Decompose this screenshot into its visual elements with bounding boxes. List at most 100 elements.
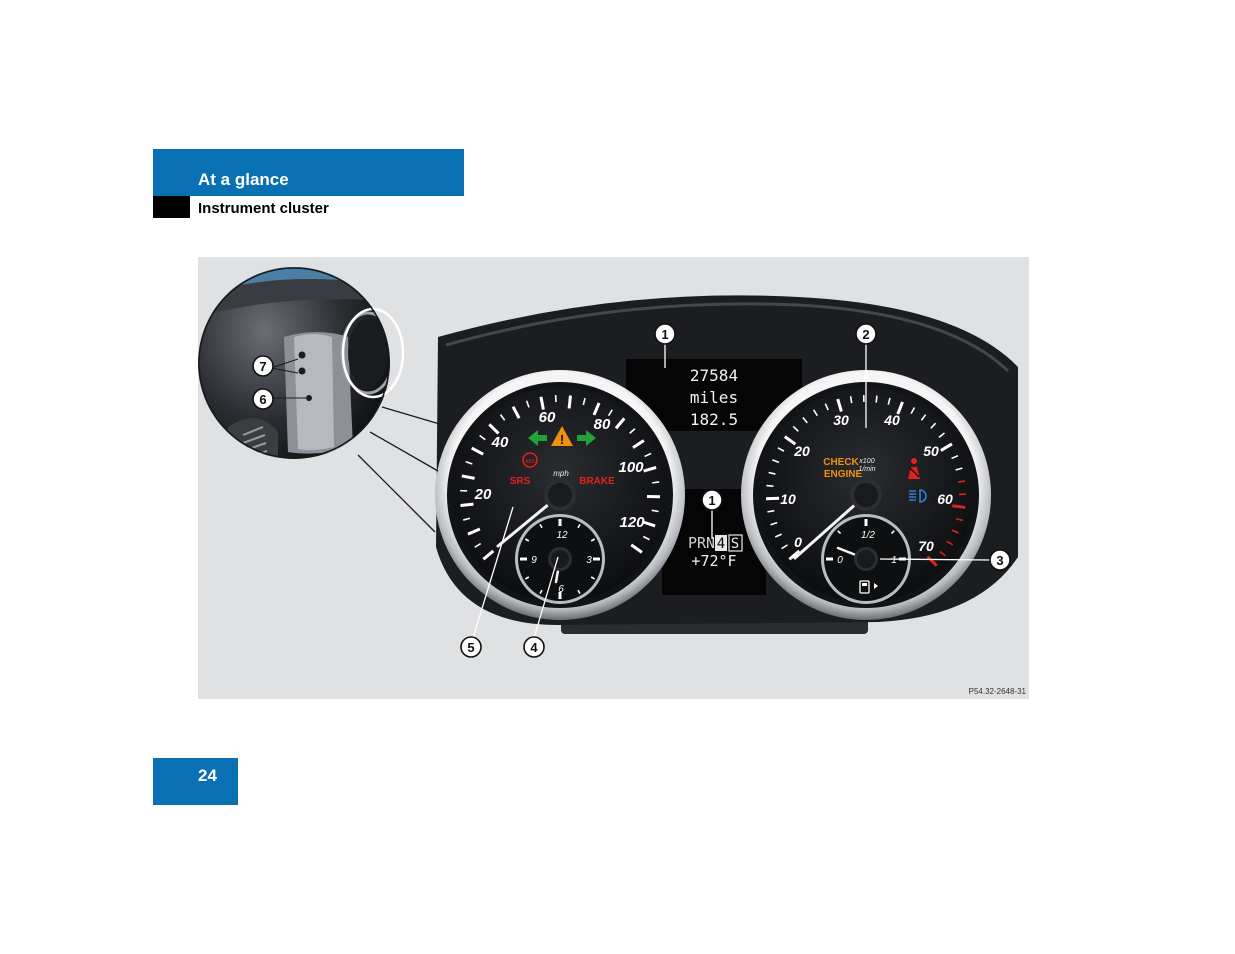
speedTicks-tick — [614, 417, 626, 430]
svg-text:1: 1 — [661, 327, 668, 342]
abs-label: ABS — [525, 459, 536, 465]
tachTicks-tick — [774, 533, 782, 538]
speed-label-100: 100 — [618, 459, 644, 476]
speedTicks-tick — [461, 474, 475, 480]
tachTicks-tick — [946, 540, 954, 546]
speed-label-120: 120 — [619, 514, 645, 531]
callout-6: 6 — [252, 388, 274, 410]
tachTicks-tick — [770, 521, 778, 526]
tach-label-20: 20 — [793, 443, 810, 459]
fuel-label-full: 1 — [891, 555, 897, 566]
srs-label: SRS — [510, 476, 531, 487]
svg-text:5: 5 — [467, 640, 474, 655]
instrument-cluster-illustration: 27584 miles 182.5 PRN 4 S +72°F 20 40 60… — [198, 267, 1027, 696]
speedTicks-tick — [582, 397, 586, 406]
speedTicks-tick — [479, 434, 486, 441]
callout-1-mid: 1 — [701, 489, 723, 511]
tachTicks-tick — [783, 435, 797, 446]
tachTicks-tick — [766, 484, 774, 487]
speedTicks-tick — [467, 527, 481, 536]
tachTicks-tick — [896, 401, 904, 415]
clockTicks-tick — [539, 589, 543, 595]
tachTicks-tick — [955, 467, 963, 471]
tachTicks-tick — [781, 544, 788, 550]
trip-value: 182.5 — [690, 410, 738, 429]
instrument-cluster-figure: 27584 miles 182.5 PRN 4 S +72°F 20 40 60… — [198, 257, 1029, 699]
outside-temperature: +72°F — [691, 552, 736, 570]
svg-text:2: 2 — [862, 327, 869, 342]
fuel-label-empty: 0 — [837, 555, 843, 566]
clock-label-3: 3 — [586, 555, 592, 566]
abs-icon — [522, 452, 538, 468]
tachTicks-tick — [939, 550, 946, 557]
speedTicks-tick — [460, 502, 474, 507]
gear-indicator: PRN — [688, 534, 715, 552]
clockTicks-tick — [524, 538, 530, 542]
tach-label-30: 30 — [833, 412, 849, 428]
tach-label-70: 70 — [918, 538, 934, 554]
tachTicks-tick — [938, 432, 945, 439]
svg-text:1: 1 — [708, 493, 715, 508]
tach-label-0: 0 — [794, 534, 802, 550]
callout-3: 3 — [989, 549, 1011, 571]
speedTicks-tick — [642, 535, 650, 541]
tachTicks-tick — [951, 529, 959, 534]
speedTicks-tick — [539, 396, 545, 410]
seatbelt-icon — [908, 458, 920, 479]
tachTicks-tick — [940, 442, 953, 452]
tachTicks-tick — [772, 459, 780, 464]
tachTicks-tick — [887, 397, 891, 405]
clockTicks-tick — [539, 523, 543, 529]
clockTicks-tick — [524, 576, 530, 580]
hazard-warning-icon — [551, 426, 573, 446]
subsection-marker — [153, 196, 190, 218]
speedTicks-tick — [511, 406, 521, 419]
speedTicks-tick — [465, 460, 473, 465]
svg-text:4: 4 — [530, 640, 538, 655]
section-title: At a glance — [198, 170, 289, 189]
brake-label: BRAKE — [579, 476, 615, 487]
callout-1-top: 1 — [654, 323, 676, 345]
odometer-unit: miles — [690, 388, 738, 407]
gear-mode: S — [731, 536, 739, 552]
svg-text:6: 6 — [259, 392, 266, 407]
callout-4: 4 — [523, 636, 545, 658]
clockTicks-tick — [590, 538, 596, 542]
tachTicks-tick — [802, 416, 808, 424]
clockTicks-tick — [577, 589, 581, 595]
tachTicks-tick — [926, 555, 938, 567]
fuelTicks-tick — [890, 530, 895, 535]
tachTicks-tick — [812, 409, 818, 417]
tachTicks-tick — [792, 425, 799, 432]
speedTicks-tick — [488, 423, 500, 435]
fuel-pump-icon — [859, 580, 878, 594]
speed-unit: mph — [553, 469, 569, 478]
speedometer: 20 40 60 80 100 120 ! ABS SRS BRAKE mph … — [435, 370, 685, 620]
clock-label-6: 6 — [558, 584, 564, 595]
headlight-icon — [909, 489, 927, 503]
speedTicks-tick — [474, 542, 482, 548]
speedTicks-tick — [482, 549, 495, 561]
clockTicks-tick — [590, 576, 596, 580]
figure-code: P54.32-2648-31 — [969, 687, 1027, 696]
clock-label-9: 9 — [531, 555, 537, 566]
tach-label-40: 40 — [883, 412, 900, 428]
tachTicks-tick — [957, 480, 966, 483]
hazard-warning-mark: ! — [560, 432, 564, 447]
odometer-value: 27584 — [690, 366, 738, 385]
speedTicks-tick — [462, 517, 471, 521]
speedTicks-tick — [629, 428, 636, 434]
tachTicks-tick — [920, 414, 927, 421]
tachTicks-tick — [849, 396, 853, 404]
clockTicks-tick — [577, 523, 581, 529]
speed-label-80: 80 — [594, 416, 611, 433]
tachTicks-tick — [836, 398, 843, 412]
speedTicks-tick — [643, 465, 657, 473]
callout-7: 7 — [252, 355, 274, 377]
tachTicks-tick — [955, 517, 963, 522]
fuelTicks-tick — [837, 530, 842, 535]
tachTicks-tick — [930, 422, 937, 429]
tach-label-60: 60 — [937, 491, 953, 507]
speedTicks-tick — [651, 509, 659, 513]
tachTicks-tick — [768, 471, 776, 475]
